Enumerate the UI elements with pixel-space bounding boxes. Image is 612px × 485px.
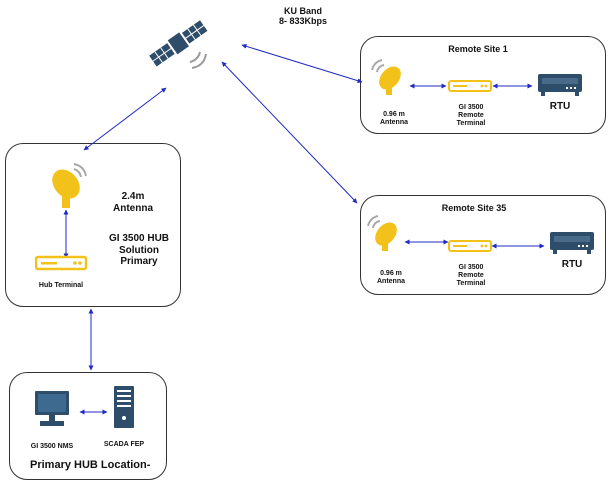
monitor-icon [35, 391, 69, 426]
remote1-terminal-label: GI 3500 Remote Terminal [448, 104, 494, 128]
terminal-text: Terminal [456, 280, 486, 288]
nms-label: GI 3500 NMS [30, 443, 74, 450]
satellite-icon [149, 20, 208, 69]
hub-antenna-size: 2.4m [121, 191, 145, 202]
hub-terminal-label: Hub Terminal [38, 282, 84, 289]
band-rate: 8- 833Kbps [278, 16, 328, 27]
remote35-antenna-label: 0.96 m Antenna [371, 270, 411, 286]
remote1-antenna-label: 0.96 m Antenna [374, 111, 414, 127]
dish-antenna-icon [367, 215, 397, 251]
remote-site-1-title: Remote Site 1 [448, 44, 508, 54]
remote-terminal-icon [448, 240, 492, 252]
terminal-type: Remote [458, 272, 484, 280]
terminal-text: Terminal [456, 120, 486, 128]
primary-hub-location-box [9, 372, 167, 480]
terminal-model: GI 3500 [458, 264, 484, 271]
scada-label: SCADA FEP [103, 441, 145, 448]
link-satellite-hub [83, 87, 167, 151]
link-satellite-remote1 [241, 43, 363, 84]
hub-solution-text: Solution [119, 244, 159, 256]
hub-antenna-label: 2.4m Antenna [108, 191, 158, 214]
terminal-type: Remote [458, 112, 484, 120]
hub-solution-label: GI 3500 HUB Solution Primary [104, 233, 174, 268]
hub-solution-role: Primary [120, 256, 158, 267]
hub-solution-name: GI 3500 HUB [108, 233, 170, 244]
band-name: KU Band [284, 6, 322, 16]
dish-antenna-icon [371, 59, 401, 95]
hub-terminal-icon [35, 255, 87, 271]
hub-antenna-text: Antenna [113, 202, 153, 214]
antenna-text: Antenna [377, 278, 405, 286]
antenna-text: Antenna [380, 119, 408, 127]
hub-box [5, 143, 181, 307]
remote35-rtu-label: RTU [561, 259, 583, 270]
remote-site-35-title: Remote Site 35 [441, 203, 507, 213]
remote1-rtu-label: RTU [549, 101, 571, 112]
link-satellite-remote35 [221, 61, 358, 204]
hub-dish-antenna-icon [52, 163, 87, 208]
antenna-size: 0.96 m [383, 111, 405, 118]
remote-terminal-icon [448, 80, 492, 92]
primary-hub-location-title: Primary HUB Location- [30, 459, 151, 471]
rtu-icon [538, 74, 582, 96]
remote35-terminal-label: GI 3500 Remote Terminal [448, 264, 494, 288]
rtu-icon [550, 232, 594, 254]
antenna-size: 0.96 m [380, 270, 402, 277]
terminal-model: GI 3500 [458, 104, 484, 111]
band-label: KU Band 8- 833Kbps [258, 6, 348, 27]
server-icon [114, 386, 134, 428]
